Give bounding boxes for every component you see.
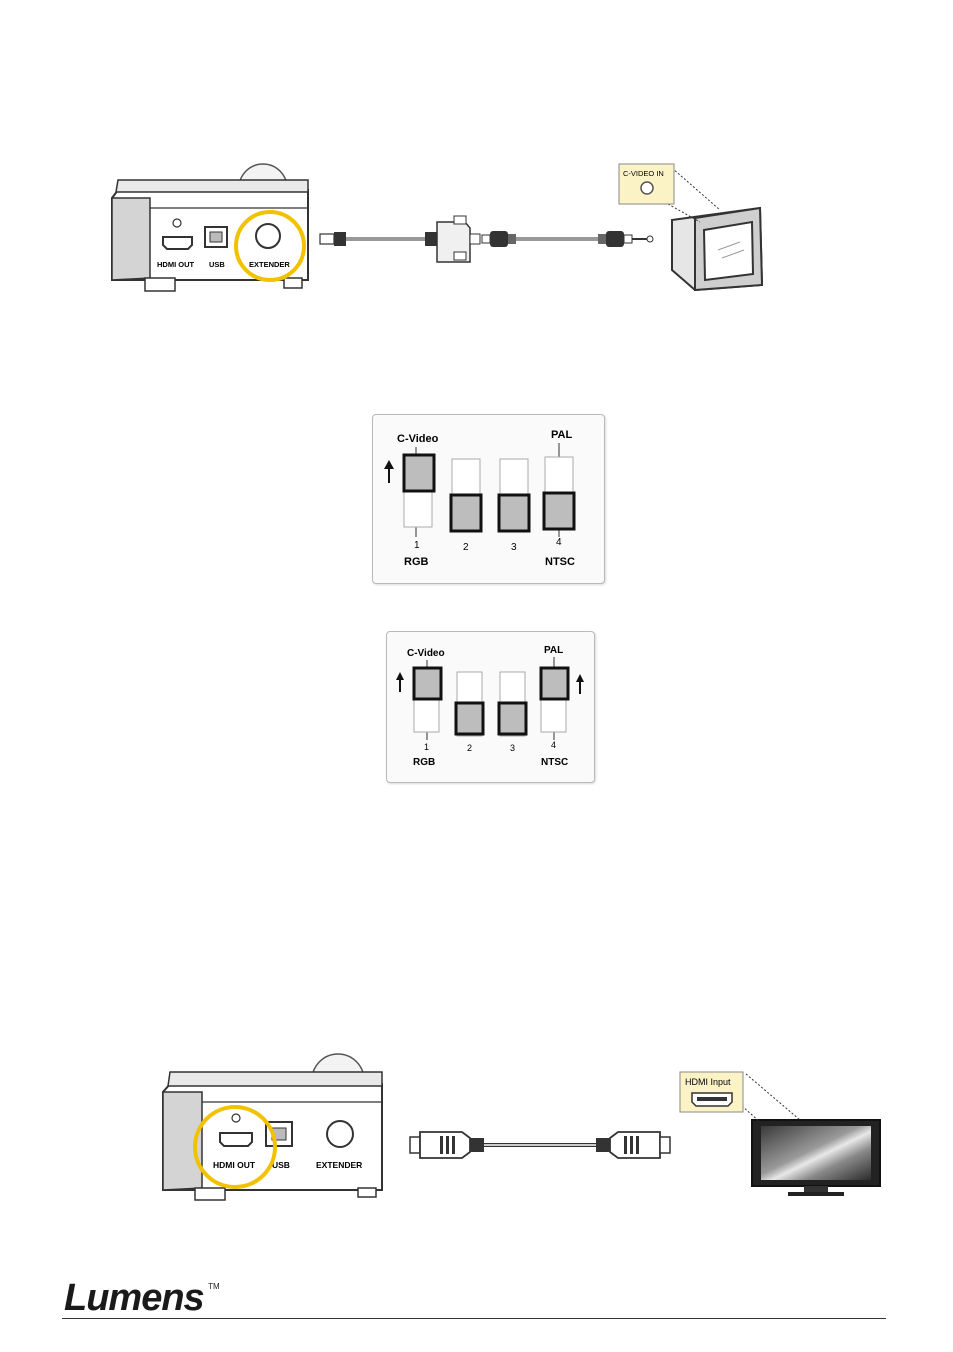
cvideo-in-label: C-VIDEO IN (623, 169, 664, 178)
switch-number-2: 2 (463, 542, 469, 553)
label-rgb: RGB (404, 556, 429, 568)
switch-2 (454, 671, 485, 737)
cvideo-connection-diagram: HDMI OUT USB EXTENDER (111, 163, 764, 292)
label-cvideo: C-Video (397, 433, 439, 445)
dip-switch-panel-2: C-Video PAL RGB NTSC (386, 631, 595, 783)
port-label-extender: EXTENDER (316, 1160, 362, 1170)
hdmi-port-icon (162, 236, 193, 250)
highlight-ring (193, 1105, 277, 1189)
extender-cable (319, 215, 481, 263)
port-label-usb: USB (272, 1160, 290, 1170)
rca-cable (481, 231, 654, 247)
camera-device-back: HDMI OUT USB EXTENDER (111, 163, 309, 292)
extender-port-icon (326, 1120, 354, 1148)
label-pal: PAL (551, 429, 572, 441)
power-icon (172, 218, 182, 228)
switch-4 (539, 666, 570, 733)
footer-rule (62, 1318, 886, 1319)
switch-number-3: 3 (510, 743, 515, 753)
port-label-extender: EXTENDER (249, 260, 290, 269)
up-arrow-icon (396, 672, 404, 692)
switch-3 (497, 458, 531, 533)
switch-4 (542, 456, 576, 531)
label-pal: PAL (544, 645, 563, 656)
port-label-hdmi: HDMI OUT (213, 1160, 256, 1170)
port-label-usb: USB (209, 260, 225, 269)
port-label-hdmi: HDMI OUT (157, 260, 194, 269)
switch-1 (412, 666, 443, 733)
switch-number-2: 2 (467, 743, 472, 753)
label-cvideo: C-Video (407, 648, 445, 659)
switch-number-4: 4 (551, 740, 556, 750)
switch-number-3: 3 (511, 542, 517, 553)
camera-device-back: HDMI OUT USB EXTENDER (162, 1053, 383, 1201)
label-ntsc: NTSC (541, 757, 568, 768)
switch-2 (449, 458, 483, 533)
logo-text: Lumens (64, 1277, 205, 1319)
power-icon (231, 1113, 241, 1123)
switch-1 (402, 453, 436, 528)
crt-monitor (667, 167, 764, 292)
highlight-ring (234, 210, 306, 282)
hdmi-input-label: HDMI Input (685, 1077, 731, 1087)
switch-3 (497, 671, 528, 737)
label-rgb: RGB (413, 757, 435, 768)
hdmi-connection-diagram: HDMI OUT USB EXTENDER (162, 1053, 881, 1201)
up-arrow-icon (576, 674, 584, 694)
label-ntsc: NTSC (545, 556, 575, 568)
switch-number-4: 4 (556, 537, 562, 548)
rca-jack-icon (640, 181, 654, 195)
dip-switch-panel-1: C-Video PAL RGB NTSC 1 2 3 4 (372, 414, 605, 584)
up-arrow-icon (384, 460, 394, 483)
flat-tv (741, 1073, 881, 1196)
dip-switch-graphic-1: C-Video PAL RGB NTSC 1 2 3 4 (384, 429, 576, 568)
extender-port-icon (255, 223, 281, 249)
trademark-mark: TM (208, 1282, 220, 1291)
hdmi-input-callout: HDMI Input (679, 1071, 744, 1113)
hdmi-cable (409, 1131, 671, 1159)
hdmi-port-icon (219, 1132, 253, 1147)
switch-number-1: 1 (424, 742, 429, 752)
switch-number-1: 1 (414, 540, 420, 551)
dip-switch-graphic-2: C-Video PAL RGB NTSC (396, 645, 584, 768)
cvideo-in-callout: C-VIDEO IN (618, 163, 675, 205)
lumens-logo: Lumens TM (64, 1278, 220, 1318)
